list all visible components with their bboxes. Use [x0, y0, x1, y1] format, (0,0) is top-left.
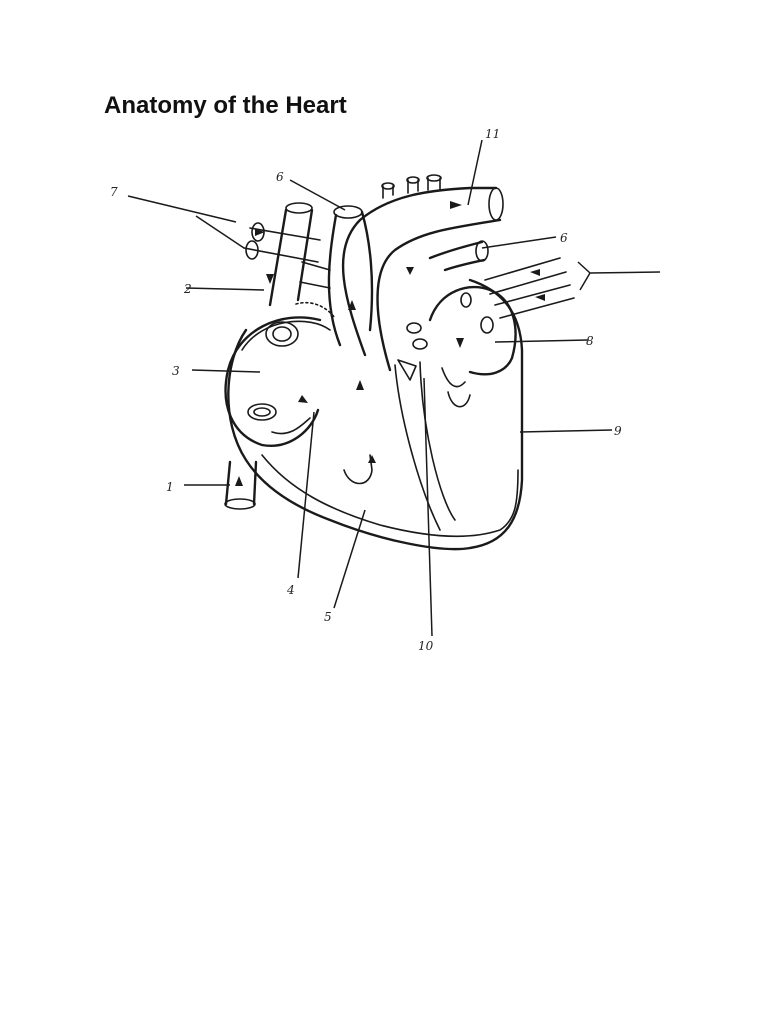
label-5: 5 — [324, 610, 332, 624]
label-7: 7 — [110, 185, 118, 199]
label-11: 11 — [485, 127, 500, 141]
label-1: 1 — [166, 480, 174, 494]
label-6-upper: 6 — [276, 170, 284, 184]
leader-lines — [127, 139, 661, 637]
labels: 1 2 3 4 5 6 6 7 8 9 10 11 — [110, 127, 622, 653]
heart-outline — [224, 174, 575, 551]
label-2: 2 — [183, 282, 192, 296]
label-10: 10 — [418, 639, 434, 653]
label-4: 4 — [286, 583, 295, 597]
label-3: 3 — [172, 364, 180, 378]
label-6-right: 6 — [560, 231, 568, 245]
page-title: Anatomy of the Heart — [104, 92, 347, 119]
label-9: 9 — [614, 424, 622, 438]
label-8: 8 — [586, 334, 594, 348]
flow-arrows — [235, 201, 545, 486]
